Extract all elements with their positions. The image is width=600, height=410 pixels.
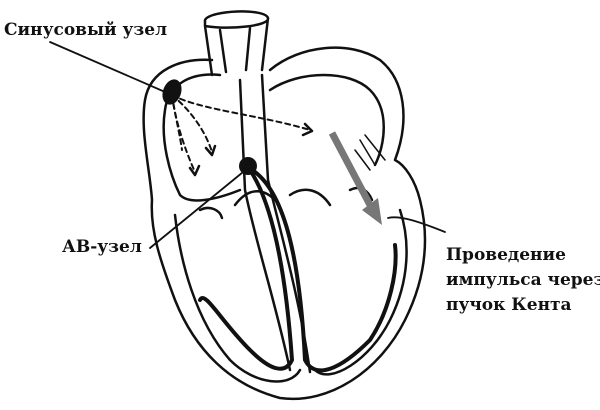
kent-pointer (387, 216, 446, 233)
valve (198, 186, 374, 220)
av-pointer (149, 167, 249, 249)
sinus-node-icon (162, 79, 182, 105)
heart-outline (142, 46, 427, 401)
aorta (203, 10, 270, 77)
av-node-label: АВ-узел (62, 237, 142, 257)
septum (238, 73, 312, 374)
av-node-icon (239, 157, 257, 175)
conduction-fibers (198, 168, 398, 373)
kent-label-line1: Проведение (446, 245, 566, 265)
kent-label-line2: импульса через (446, 270, 600, 290)
kent-label-line3: пучок Кента (446, 295, 572, 315)
kent-arrow-icon (328, 131, 382, 225)
sinus-node-label: Синусовый узел (4, 20, 168, 40)
sinus-pointer (49, 41, 173, 96)
